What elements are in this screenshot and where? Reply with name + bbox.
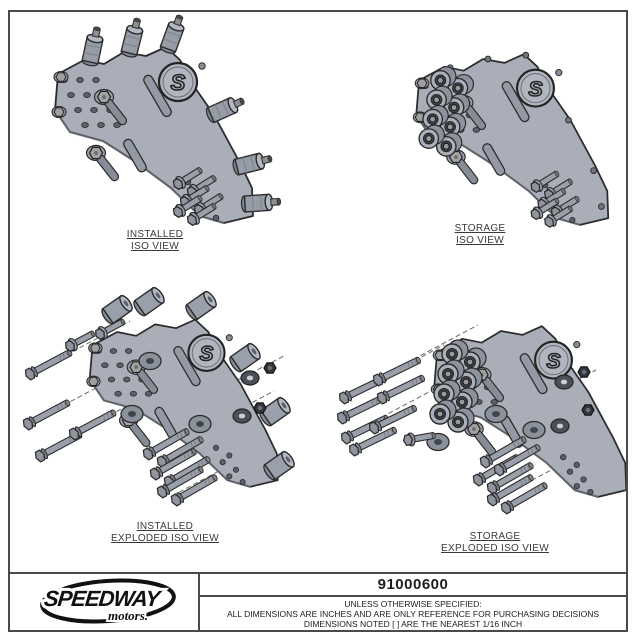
title-block: SPEEDWAY motors. 91000600 UNLESS OTHERWI… — [10, 572, 626, 630]
installed-iso-label: INSTALLED ISO VIEW — [60, 229, 250, 252]
part-number-row: 91000600 — [200, 574, 626, 597]
storage-iso-drawing — [412, 51, 610, 231]
storage-iso-label-line1: STORAGE — [454, 223, 506, 234]
storage-exploded-iso-drawing — [334, 324, 628, 516]
installed-exploded-label-line1: INSTALLED — [136, 521, 194, 532]
installed-iso-label-line2: ISO VIEW — [131, 240, 179, 252]
title-block-right: 91000600 UNLESS OTHERWISE SPECIFIED: ALL… — [200, 574, 626, 630]
note-line-1: UNLESS OTHERWISE SPECIFIED: — [344, 598, 482, 609]
installed-exploded-iso-drawing — [20, 285, 298, 508]
storage-exploded-iso-label: STORAGE EXPLODED ISO VIEW — [405, 531, 585, 554]
part-number: 91000600 — [377, 576, 449, 593]
installed-iso-label-line1: INSTALLED — [126, 229, 184, 240]
note-line-2: ALL DIMENSIONS ARE INCHES AND ARE ONLY R… — [226, 608, 600, 619]
installed-exploded-iso-label: INSTALLED EXPLODED ISO VIEW — [75, 521, 255, 544]
notes-block: UNLESS OTHERWISE SPECIFIED: ALL DIMENSIO… — [200, 597, 626, 630]
drawing-sheet: S — [20, 11, 628, 516]
installed-exploded-label-line2: EXPLODED ISO VIEW — [111, 532, 219, 544]
logo-primary-text: SPEEDWAY — [43, 586, 164, 611]
storage-iso-label: STORAGE ISO VIEW — [395, 223, 565, 246]
logo-cell: SPEEDWAY motors. — [10, 574, 200, 630]
logo-secondary-text: motors. — [108, 608, 148, 623]
storage-exploded-label-line1: STORAGE — [469, 531, 521, 542]
sheet-border-frame: SPEEDWAY motors. 91000600 UNLESS OTHERWI… — [8, 10, 628, 632]
storage-exploded-label-line2: EXPLODED ISO VIEW — [441, 542, 549, 554]
storage-iso-label-line2: ISO VIEW — [456, 234, 504, 246]
speedway-motors-logo: SPEEDWAY motors. — [40, 578, 176, 625]
note-line-3: DIMENSIONS NOTED [ ] ARE THE NEAREST 1/1… — [303, 618, 523, 629]
